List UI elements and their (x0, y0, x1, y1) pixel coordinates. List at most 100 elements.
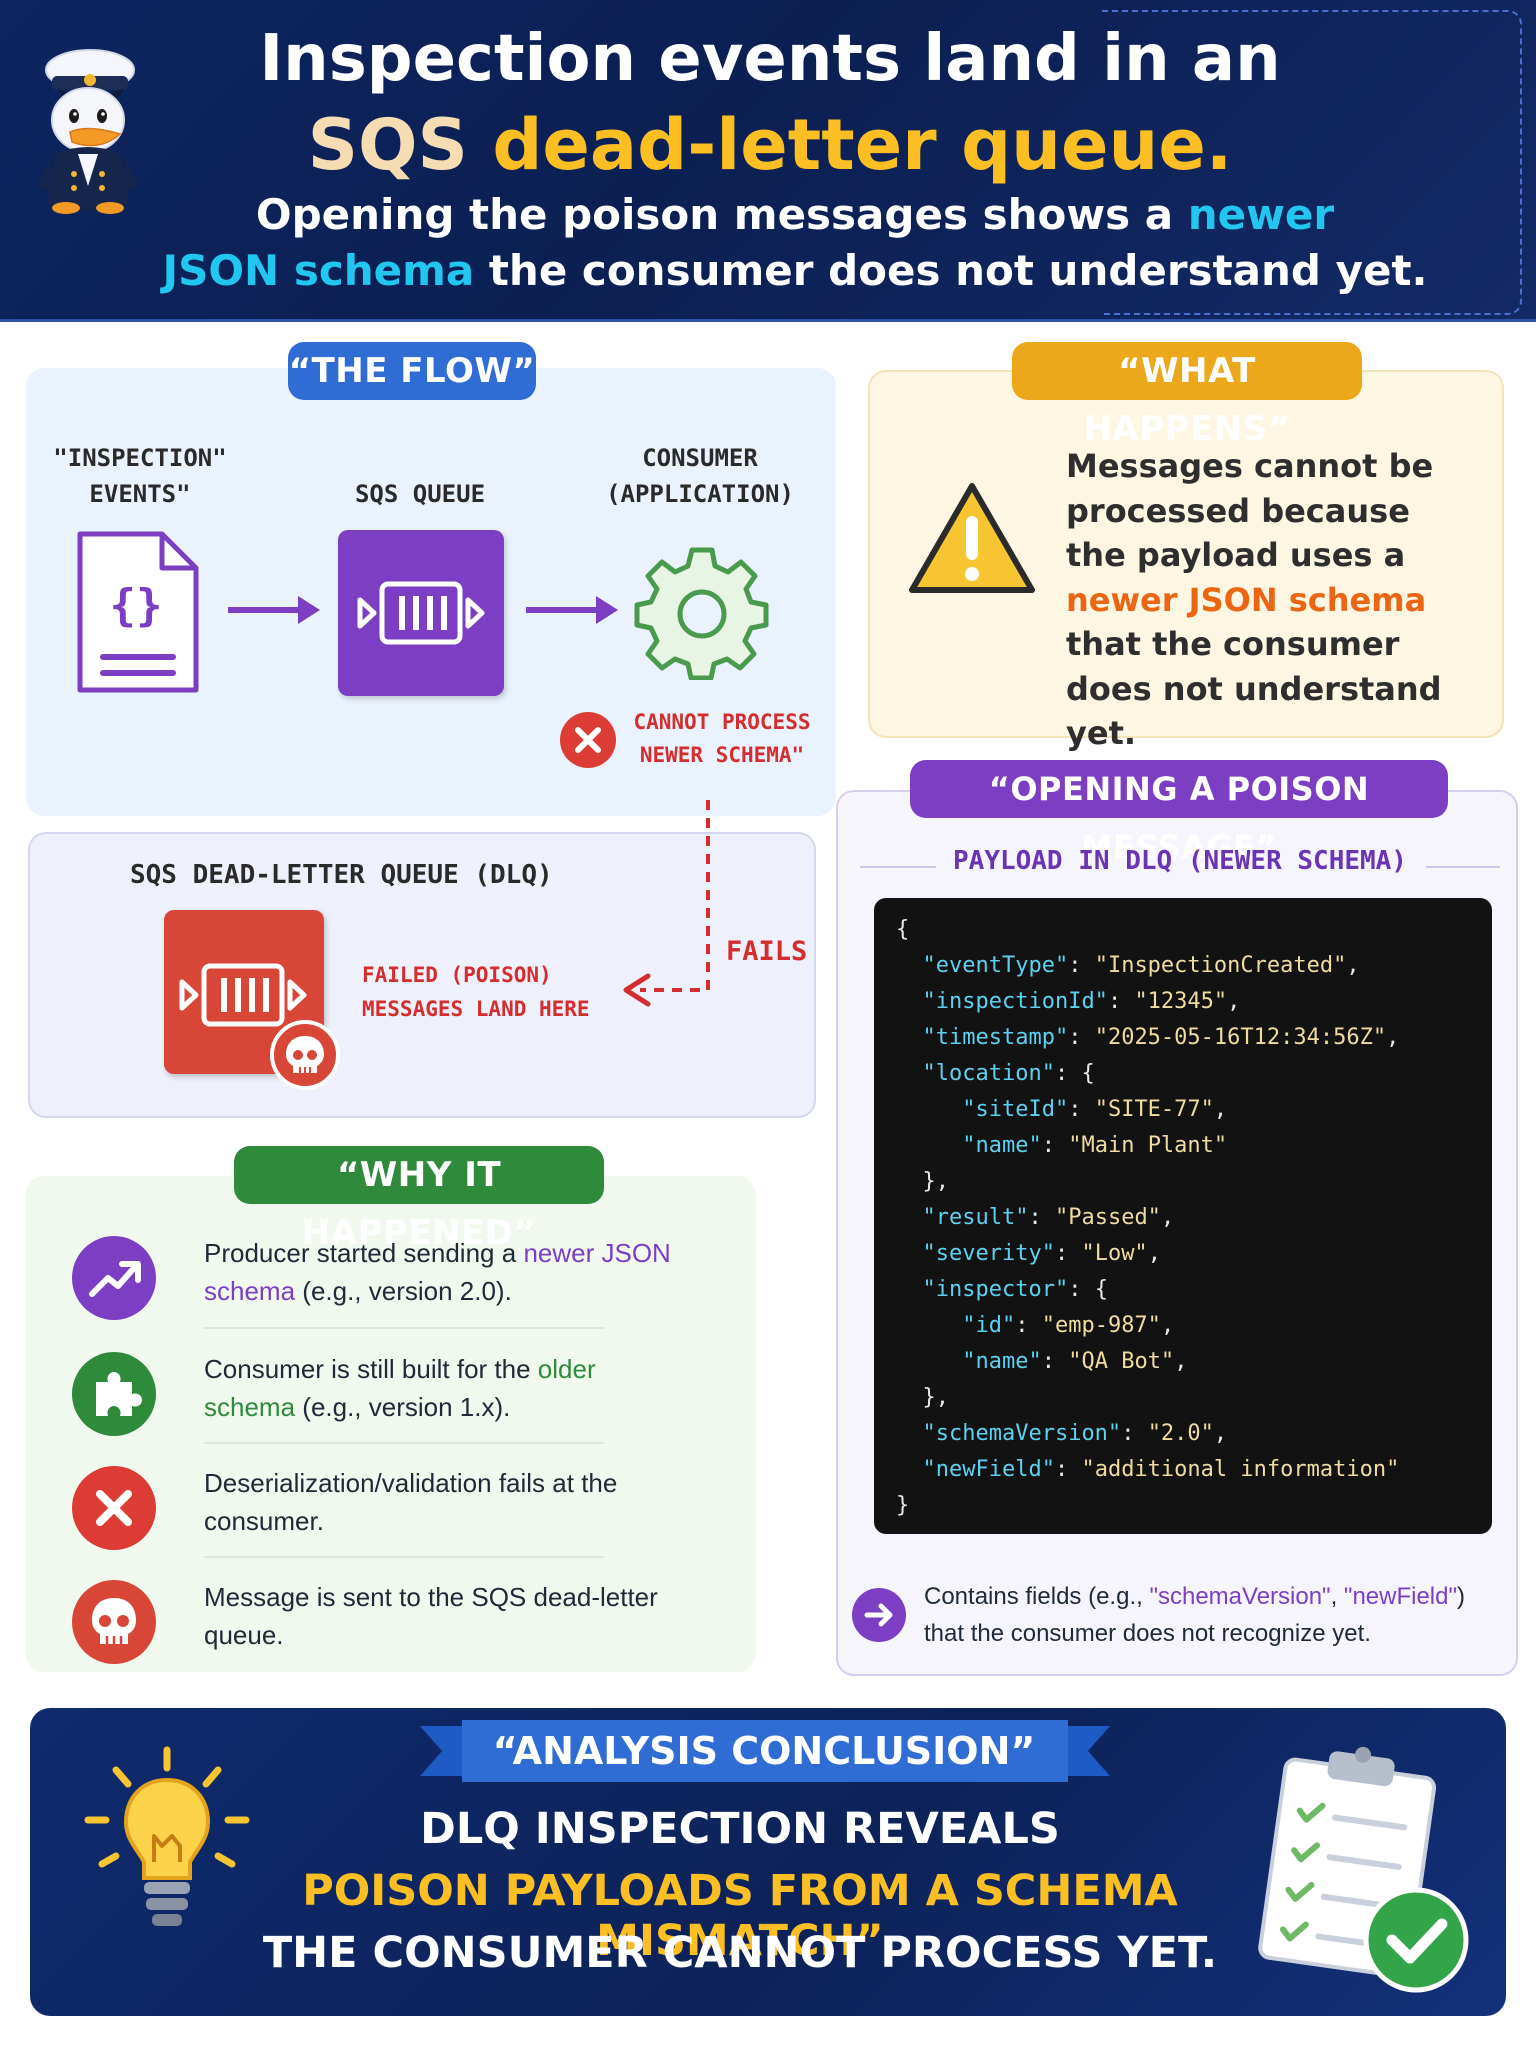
code-key: "inspectionId" (922, 989, 1108, 1014)
conclusion-line1: DLQ INSPECTION REVEALS (420, 1804, 1060, 1854)
code-tail: , (1147, 1241, 1161, 1266)
what-text-pre: Messages cannot be processed because the… (1066, 447, 1434, 574)
header-subtitle-line1: Opening the poison messages shows a newe… (150, 190, 1440, 239)
code-indent (896, 1457, 923, 1482)
why-divider (204, 1556, 604, 1558)
why-icon-circle (72, 1352, 156, 1436)
conclusion-ribbon-shape (420, 1720, 1110, 1782)
code-key: "eventType" (922, 953, 1069, 978)
code-val: "additional information" (1081, 1457, 1400, 1482)
code-line: "result": "Passed", (896, 1200, 1492, 1236)
header-sub1-highlight: newer (1187, 190, 1335, 239)
code-sep: : (1068, 1097, 1095, 1122)
header-sub2-text: the consumer does not understand yet. (488, 246, 1428, 295)
why-icon-circle (72, 1466, 156, 1550)
why-text-1: Producer started sending a newer JSON sc… (204, 1234, 684, 1310)
code-tail: } (896, 1493, 910, 1518)
why-item: Deserialization/validation fails at the … (70, 1456, 730, 1564)
code-indent (896, 1133, 962, 1158)
code-indent (896, 989, 923, 1014)
code-key: "timestamp" (922, 1025, 1069, 1050)
note-post: ) that the consumer does not recognize y… (924, 1583, 1466, 1647)
what-text: Messages cannot be processed because the… (1066, 444, 1476, 756)
code-tail: { (896, 917, 910, 942)
code-line: "inspectionId": "12345", (896, 984, 1492, 1020)
why-icon-circle (72, 1580, 156, 1664)
payload-rule-right (1426, 866, 1500, 868)
code-line: "name": "QA Bot", (896, 1344, 1492, 1380)
conclusion-ribbon-label: “ANALYSIS CONCLUSION” (492, 1729, 1036, 1773)
code-indent (896, 1061, 923, 1086)
why-item: Producer started sending a newer JSON sc… (70, 1226, 730, 1334)
code-indent (896, 1025, 923, 1050)
skull-badge (270, 1020, 340, 1090)
error-x-icon (575, 727, 601, 753)
code-line: "schemaVersion": "2.0", (896, 1416, 1492, 1452)
why-text-2: Consumer is still built for the older sc… (204, 1350, 684, 1426)
warning-icon (909, 483, 1035, 593)
code-indent (896, 1385, 923, 1410)
events-label-line2: EVENTS" (89, 480, 191, 508)
conclusion-line3: THE CONSUMER CANNOT PROCESS YET. (262, 1928, 1218, 1978)
why-2-pre: Consumer is still built for the (204, 1354, 531, 1384)
why-2-hl: older schema (204, 1354, 596, 1422)
code-key: "severity" (922, 1241, 1055, 1266)
code-key: "schemaVersion" (922, 1421, 1122, 1446)
puzzle-icon (96, 1372, 142, 1416)
code-indent (896, 1241, 923, 1266)
header-title-line2: SQS dead-letter queue. (180, 104, 1360, 186)
consumer-label-line1: CONSUMER (642, 444, 758, 472)
code-val: "12345" (1134, 989, 1228, 1014)
code-indent (896, 953, 923, 978)
consumer-label-line2: (APPLICATION) (606, 480, 794, 508)
code-tail: }, (922, 1169, 950, 1194)
dlq-panel (28, 832, 816, 1118)
code-tail: , (1213, 1097, 1228, 1122)
code-key: "newField" (922, 1457, 1055, 1482)
note-field-2: "newField" (1343, 1583, 1458, 1610)
code-tail: { (1081, 1061, 1095, 1086)
conclusion-line2: POISON PAYLOADS FROM A SCHEMA MISMATCH” (302, 1866, 1178, 1966)
code-sep: : (1121, 1421, 1148, 1446)
why-2-post: (e.g., version 1.x). (302, 1392, 511, 1422)
code-key: "name" (962, 1349, 1042, 1374)
events-label-line1: "INSPECTION" (53, 444, 227, 472)
code-tail: }, (922, 1385, 950, 1410)
code-sep: : (1028, 1205, 1055, 1230)
code-val: "QA Bot" (1068, 1349, 1175, 1374)
queue-label: SQS QUEUE (354, 480, 486, 508)
payload-rule-left (860, 866, 936, 868)
queue-icon (357, 581, 485, 645)
what-text-post: that the consumer does not understand ye… (1066, 625, 1442, 752)
code-tail: , (1386, 1025, 1400, 1050)
sqs-queue-box (338, 530, 504, 696)
code-tail: , (1227, 989, 1241, 1014)
why-1-hl: newer JSON schema (204, 1238, 671, 1306)
code-sep: : (1068, 953, 1095, 978)
events-label: "INSPECTION" EVENTS" (40, 440, 240, 512)
code-indent (896, 1205, 923, 1230)
code-line: } (896, 1488, 1492, 1524)
code-indent (896, 1349, 962, 1374)
fails-label: FAILS (726, 936, 808, 967)
why-divider (204, 1442, 604, 1444)
why-text-4: Message is sent to the SQS dead-letter q… (204, 1582, 658, 1650)
code-sep: : (1041, 1133, 1069, 1158)
code-sep: : (1054, 1241, 1082, 1266)
note-comma: , (1330, 1583, 1338, 1610)
code-line: "location": { (896, 1056, 1492, 1092)
note-field-1: "schemaVersion" (1149, 1583, 1331, 1610)
code-tail: , (1213, 1421, 1228, 1446)
poison-pill: “OPENING A POISON MESSAGE” (910, 760, 1448, 866)
header-sub2-highlight: JSON schema (162, 246, 475, 295)
code-sep: : (1054, 1457, 1082, 1482)
arrow-right-icon (526, 596, 618, 624)
code-line: "timestamp": "2025-05-16T12:34:56Z", (896, 1020, 1492, 1056)
header-dashed-frame (1102, 10, 1522, 315)
conclusion-ribbon: “ANALYSIS CONCLUSION” (462, 1720, 1066, 1782)
consumer-label: CONSUMER (APPLICATION) (600, 440, 800, 512)
code-val: "SITE-77" (1094, 1097, 1214, 1122)
payload-heading: PAYLOAD IN DLQ (NEWER SCHEMA) (860, 846, 1500, 886)
payload-heading-text: PAYLOAD IN DLQ (NEWER SCHEMA) (953, 846, 1407, 876)
code-val: "2.0" (1147, 1421, 1214, 1446)
